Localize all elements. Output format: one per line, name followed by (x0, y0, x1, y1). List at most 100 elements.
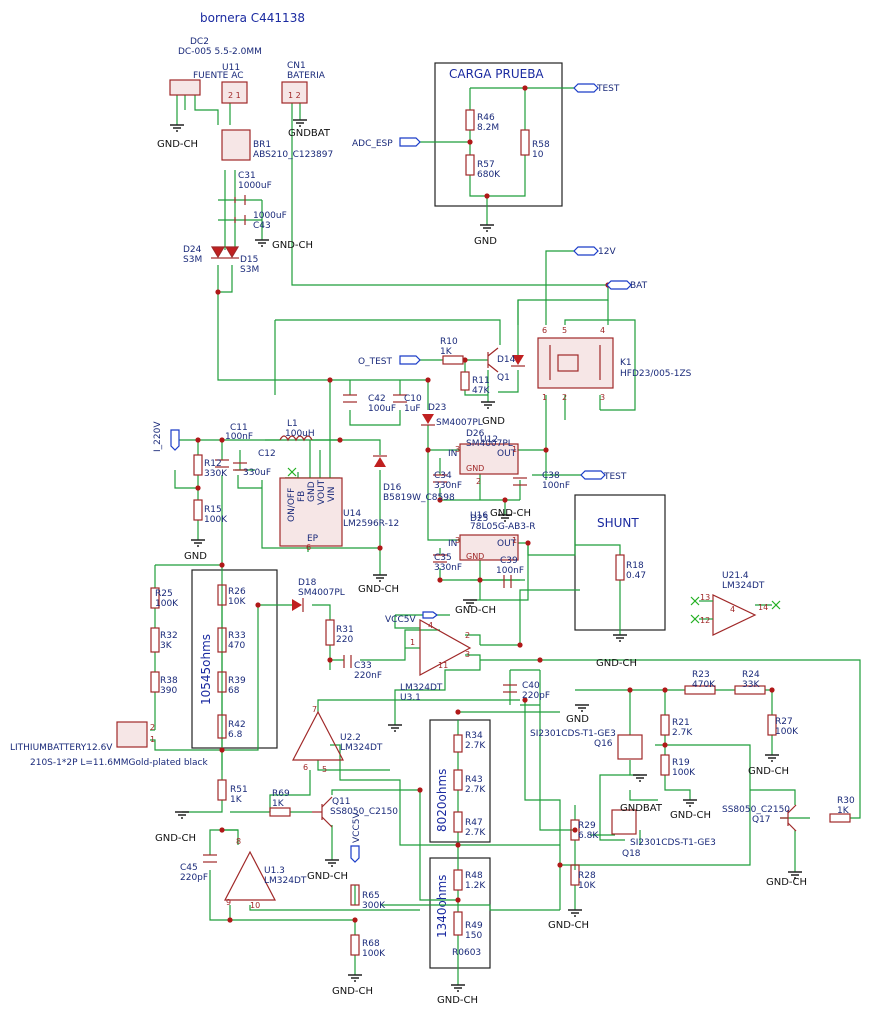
svg-text:2: 2 (465, 631, 470, 640)
label-r68: R68 (362, 939, 380, 949)
port-12v: 12V (598, 247, 616, 257)
label-r38-val: 390 (160, 686, 177, 696)
label-c43: C43 (253, 221, 271, 231)
gnd-label: GNDBAT (620, 803, 663, 814)
gnd-label: GND-CH (157, 139, 198, 150)
shunt-label: SHUNT (597, 516, 639, 530)
label-r49-val: 150 (465, 931, 482, 941)
label-q11: Q11 (332, 797, 351, 807)
svg-text:9: 9 (226, 898, 231, 907)
label-r18: R18 (626, 561, 644, 571)
svg-text:1: 1 (542, 393, 547, 402)
svg-text:14: 14 (758, 603, 768, 612)
label-r46-val: 8.2M (477, 123, 499, 133)
label-r26-val: 10K (228, 597, 246, 607)
label-d24: D24 (183, 245, 202, 255)
label-c40: C40 (522, 681, 540, 691)
gnd-label: GND (474, 236, 497, 247)
svg-text:2 1: 2 1 (228, 91, 241, 100)
svg-text:4: 4 (730, 605, 735, 614)
label-r12: R12 (204, 459, 222, 469)
svg-text:2: 2 (562, 393, 567, 402)
gnd-label: GND-CH (332, 986, 373, 997)
label-fuente: FUENTE AC (193, 71, 244, 81)
label-k1: K1 (620, 358, 632, 368)
label-r58-val: 10 (532, 150, 544, 160)
label-r65: R65 (362, 891, 380, 901)
svg-text:3: 3 (455, 536, 460, 545)
label-r24: R24 (742, 670, 760, 680)
k1-relay (537, 337, 614, 389)
gnd-label: GND-CH (596, 658, 637, 669)
schematic-title: bornera C441138 (200, 11, 305, 25)
label-u16: U16 (470, 511, 488, 521)
label-r0603: R0603 (452, 948, 481, 958)
label-d15-val: S3M (240, 265, 259, 275)
label-u1-3: U1.3 (264, 866, 285, 876)
label-r47: R47 (465, 818, 483, 828)
svg-text:1: 1 (512, 445, 517, 454)
label-r29-val: 6.8K (578, 831, 599, 841)
label-r47-val: 2.7K (465, 828, 486, 838)
u14-pin-gnd: GND (307, 481, 317, 502)
label-d24-val: S3M (183, 255, 202, 265)
label-c10: C10 (404, 394, 422, 404)
port-flags (170, 83, 632, 863)
gnd-label: GND-CH (548, 920, 589, 931)
label-r34-val: 2.7K (465, 741, 486, 751)
label-c33-val: 220nF (354, 671, 382, 681)
label-c45-val: 220pF (180, 873, 208, 883)
label-r30: R30 (837, 796, 855, 806)
carga-prueba-label: CARGA PRUEBA (449, 67, 544, 81)
label-q17: Q17 (752, 815, 771, 825)
label-r48: R48 (465, 871, 483, 881)
label-q18: Q18 (622, 849, 641, 859)
label-r32: R32 (160, 631, 178, 641)
br1-bridge (221, 129, 251, 161)
label-u14: U14 (343, 509, 361, 519)
gnd-label: GND (566, 714, 589, 725)
battery-connector (116, 721, 148, 748)
gnd-label: GND-CH (748, 766, 789, 777)
gnd-label: GND-CH (437, 995, 478, 1006)
inductor-l1 (279, 435, 313, 442)
label-u1-3-val: LM324DT (264, 876, 307, 886)
label-r21: R21 (672, 718, 690, 728)
svg-text:10: 10 (250, 901, 260, 910)
label-d23-val: SM4007PL (436, 418, 483, 428)
label-c38: C38 (542, 471, 560, 481)
u14-pin-ep: EP (307, 534, 319, 544)
label-c35: C35 (434, 553, 452, 563)
label-r27: R27 (775, 717, 793, 727)
label-d26-val: SM4007PL (466, 439, 513, 449)
block-1340-label: 1340ohms (435, 875, 449, 938)
label-r24-val: 33K (742, 680, 760, 690)
label-r32-val: 3K (160, 641, 173, 651)
label-r23-val: 470K (692, 680, 716, 690)
label-r11: R11 (472, 376, 490, 386)
label-d23: D23 (428, 403, 446, 413)
label-r57-val: 680K (477, 170, 501, 180)
u14-pin-fb: FB (297, 491, 307, 502)
label-d26: D26 (466, 429, 485, 439)
u16-pin-gnd: GND (466, 552, 484, 561)
svg-text:5: 5 (562, 326, 567, 335)
label-c12-val: 330uF (243, 468, 271, 478)
gnd-label: GND-CH (358, 584, 399, 595)
svg-text:13: 13 (700, 593, 710, 602)
label-r23: R23 (692, 670, 710, 680)
label-r10-val: 1K (440, 347, 453, 357)
u12-pin-in: IN (448, 449, 457, 459)
u12-regulator (459, 443, 519, 475)
label-r15-val: 100K (204, 515, 228, 525)
label-d25: D25 (470, 514, 488, 524)
label-r39: R39 (228, 676, 246, 686)
gnd-label: GND (482, 416, 505, 427)
u11-connector (221, 81, 248, 104)
svg-text:2: 2 (476, 477, 481, 486)
svg-text:8: 8 (236, 837, 241, 846)
label-r30-val: 1K (837, 806, 850, 816)
svg-text:1: 1 (512, 536, 517, 545)
port-adc-esp: ADC_ESP (352, 139, 393, 149)
u14-pin-vout: VOUT (317, 479, 327, 505)
